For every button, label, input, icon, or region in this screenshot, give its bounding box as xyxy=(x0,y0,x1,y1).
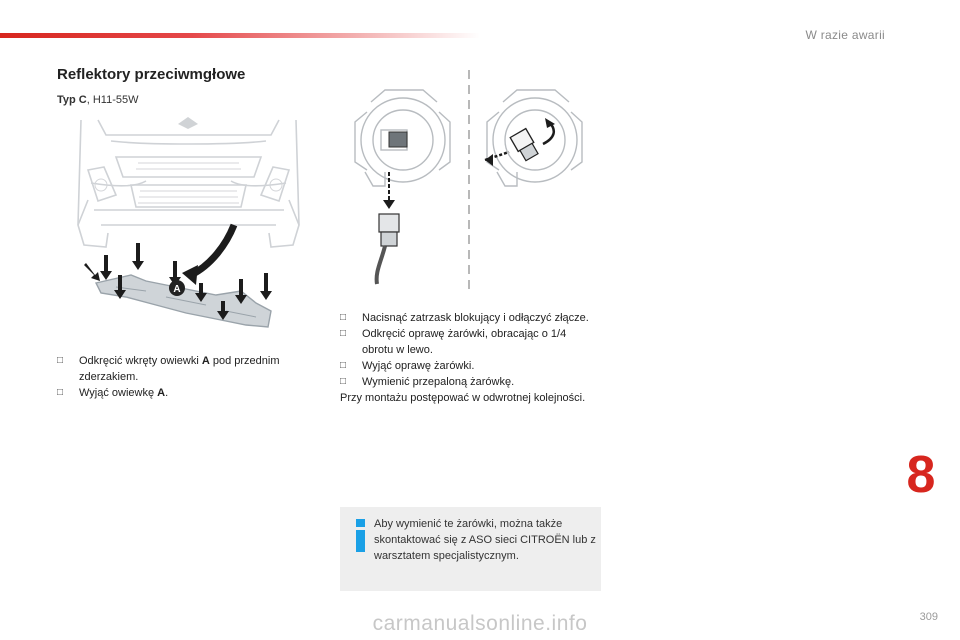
watermark: carmanualsonline.info xyxy=(372,612,588,635)
callout-a-badge xyxy=(169,280,185,296)
checkbox-bullet-icon: □ xyxy=(340,312,347,323)
section-title: Reflektory przeciwmgłowe xyxy=(57,66,246,83)
undertray-panel xyxy=(94,274,272,328)
checkbox-bullet-icon: □ xyxy=(57,387,64,398)
chapter-title: W razie awarii xyxy=(805,28,885,42)
bulb-type: Typ C, H11-55W xyxy=(57,94,139,106)
bulb-connector xyxy=(374,213,400,285)
checkbox-bullet-icon: □ xyxy=(340,328,347,339)
lamp-right xyxy=(486,89,583,187)
chapter-color-bar xyxy=(0,33,480,38)
checkbox-bullet-icon: □ xyxy=(340,360,347,371)
fog-lamp-illustration xyxy=(354,70,583,292)
reassembly-note: Przy montażu postępować w odwrotnej kole… xyxy=(340,392,586,404)
page-number: 309 xyxy=(919,611,938,623)
car-front-illustration: A xyxy=(77,117,300,328)
callout-a-label: A xyxy=(173,284,180,295)
checkbox-bullet-icon: □ xyxy=(340,376,347,387)
steps-bulb: □Nacisnąć zatrzask blokujący i odłączyć … xyxy=(340,310,600,406)
chapter-number: 8 xyxy=(906,446,936,504)
lamp-left xyxy=(354,89,451,187)
info-text: Aby wymienić te żarówki, można także sko… xyxy=(374,518,596,562)
bulb-type-label: Typ C xyxy=(57,94,87,106)
list-item: □Wyjąć oprawę żarówki. xyxy=(340,360,475,372)
list-item: □Odkręcić oprawę żarówki, obracając o 1/… xyxy=(340,328,567,356)
steps-undertray: □Odkręcić wkręty owiewki A pod przednim … xyxy=(57,353,312,401)
checkbox-bullet-icon: □ xyxy=(57,355,64,366)
info-box: Aby wymienić te żarówki, można także sko… xyxy=(340,507,601,591)
list-item: □Wymienić przepaloną żarówkę. xyxy=(340,376,515,388)
list-item: □Wyjąć owiewkę A. xyxy=(57,387,169,399)
info-icon xyxy=(352,519,370,553)
screw-arrows xyxy=(84,243,272,320)
list-item: □Odkręcić wkręty owiewki A pod przednim … xyxy=(57,355,280,383)
bulb-type-value: , H11-55W xyxy=(86,94,139,106)
list-item: □Nacisnąć zatrzask blokujący i odłączyć … xyxy=(340,312,589,324)
